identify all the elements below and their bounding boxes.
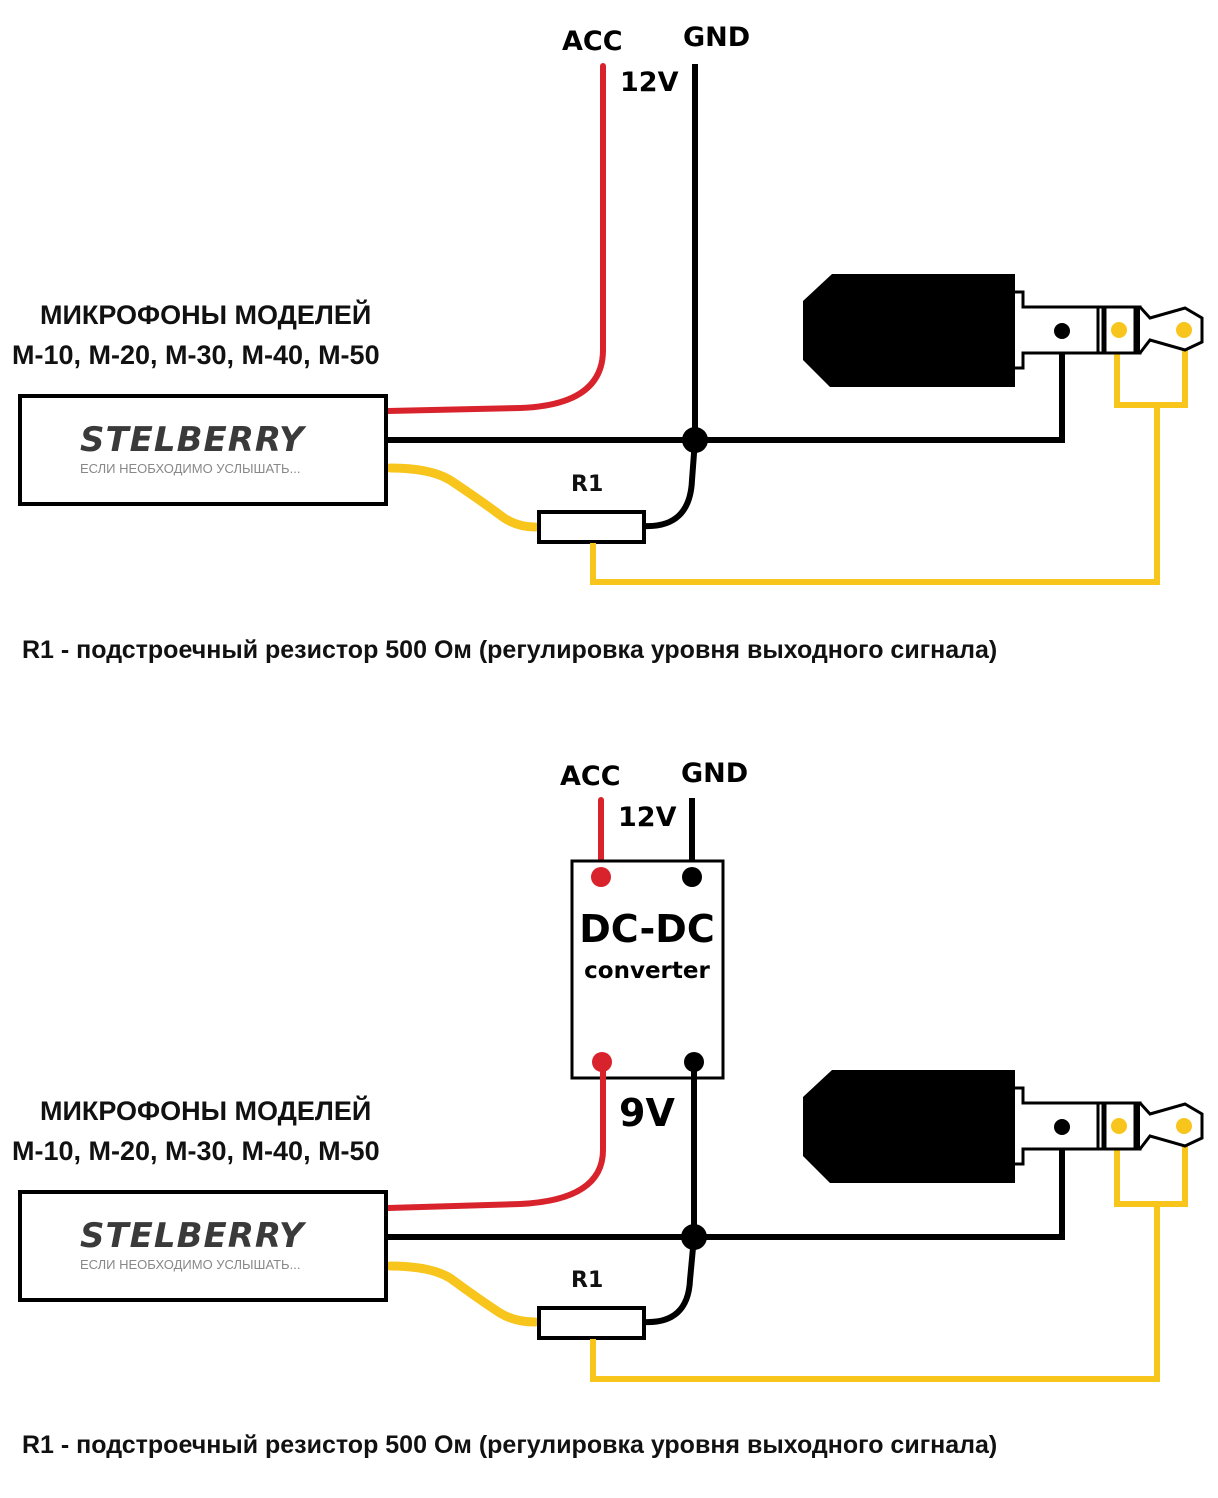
diagram-direct-12v: ACC GND 12V R1 STELBERRY ЕСЛИ НЕОБХОДИМО… [12,22,1204,664]
acc-output-wire [385,1061,606,1211]
brand-logo: STELBERRY [80,1216,307,1256]
converter-title: DC-DC [579,907,715,951]
microphone-box [18,1190,388,1302]
mic-title-line1: МИКРОФОНЫ МОДЕЛЕЙ [40,299,371,330]
brand-tagline: ЕСЛИ НЕОБХОДИМО УСЛЫШАТЬ... [80,461,300,476]
converter-subtitle: converter [584,958,710,984]
supply-voltage-label: 12V [620,67,679,98]
resistor-ground-wire [643,439,698,530]
acc-label: ACC [562,26,623,57]
signal-wire-out [590,405,1160,585]
mic-title-line2: M-10, M-20, M-30, M-40, M-50 [12,340,380,370]
acc-wire [385,63,606,414]
jack-bridge-wire [1114,1126,1188,1207]
resistor-r1 [537,1306,646,1340]
gnd-label: GND [683,22,750,53]
supply-voltage-label: 12V [618,802,677,833]
resistor-ground-wire [643,1236,697,1326]
ground-bus-wire [386,330,1065,443]
acc-label: ACC [560,761,621,792]
jack-bridge-wire [1114,330,1188,408]
converter-output-ground [684,1052,704,1072]
ground-bus-wire [386,1127,1065,1240]
signal-wire-in [385,1261,540,1327]
brand-logo: STELBERRY [80,420,307,460]
mic-title-line1: МИКРОФОНЫ МОДЕЛЕЙ [40,1095,371,1126]
diagram-via-dcdc: ACC GND 12V DC-DC converter 9V R1 STELBE… [12,758,1204,1459]
converter-input-ground [682,867,702,887]
dc-dc-converter [570,859,725,1080]
resistor-label: R1 [571,472,603,497]
signal-wire-out [590,1204,1160,1382]
converter-input-positive [591,867,611,887]
audio-jack-plug-icon [803,274,1204,387]
signal-wire-in [385,463,540,532]
mic-title-line2: M-10, M-20, M-30, M-40, M-50 [12,1136,380,1166]
microphone-box [18,394,388,506]
output-voltage-label: 9V [619,1091,675,1135]
resistor-note: R1 - подстроечный резистор 500 Ом (регул… [22,1431,997,1459]
gnd-label: GND [681,758,748,789]
audio-jack-plug-icon [803,1070,1204,1183]
brand-tagline: ЕСЛИ НЕОБХОДИМО УСЛЫШАТЬ... [80,1257,300,1272]
resistor-label: R1 [571,1268,603,1293]
resistor-note: R1 - подстроечный резистор 500 Ом (регул… [22,636,997,664]
resistor-r1 [537,510,646,544]
